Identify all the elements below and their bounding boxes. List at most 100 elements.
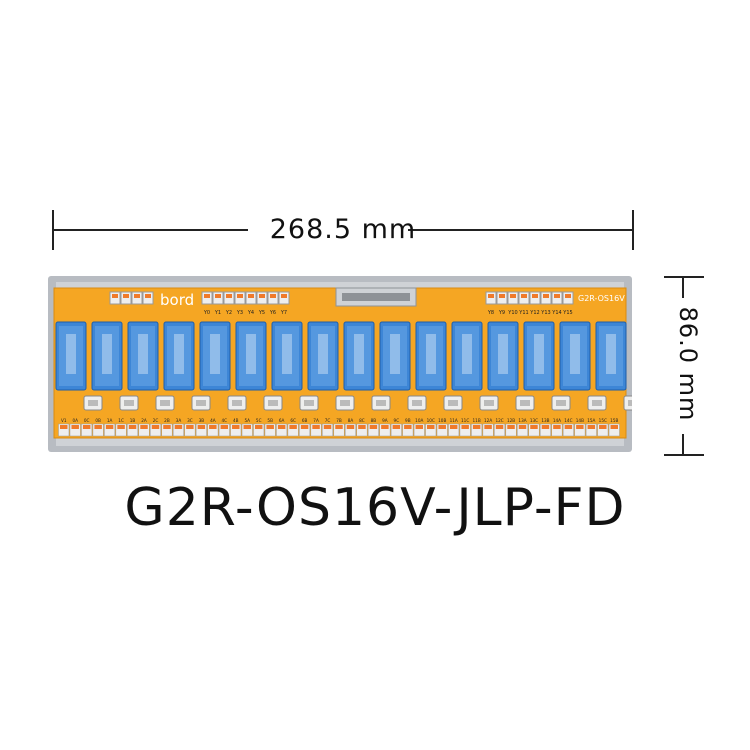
- output-label: 7C: [325, 418, 331, 423]
- input-right-label: Y9: [498, 310, 505, 316]
- output-terminal: [287, 423, 299, 437]
- output-terminal: [459, 423, 471, 437]
- output-label: 10B: [438, 418, 446, 423]
- output-terminal: [161, 423, 173, 437]
- output-terminal: [597, 423, 609, 437]
- width-dimension-tick-right: [632, 210, 634, 250]
- output-terminal: [608, 423, 620, 437]
- output-terminal: [585, 423, 597, 437]
- output-terminal: [115, 423, 127, 437]
- model-number: G2R-OS16V-JLP-FD: [124, 478, 626, 538]
- output-label: 1A: [107, 418, 113, 423]
- output-terminal-lever: [312, 425, 320, 429]
- input-right-label: Y11: [518, 310, 528, 316]
- width-dimension-line-right: [408, 229, 634, 231]
- height-dimension-tick-top: [664, 276, 704, 278]
- output-label: 10A: [415, 418, 423, 423]
- height-dimension-line-top: [682, 276, 684, 298]
- input-right-terminal-lever: [499, 294, 505, 298]
- output-terminal: [253, 423, 265, 437]
- output-terminal-lever: [358, 425, 366, 429]
- output-terminal: [138, 423, 150, 437]
- input-right-label: Y8: [487, 310, 494, 316]
- input-left-label: Y6: [269, 310, 276, 316]
- input-left-terminal-lever: [281, 294, 287, 298]
- output-terminal: [494, 423, 506, 437]
- output-terminal: [104, 423, 116, 437]
- output-terminal-lever: [186, 425, 194, 429]
- output-label: 8A: [348, 418, 354, 423]
- output-terminal-lever: [232, 425, 240, 429]
- relay-label-strip: [390, 334, 400, 374]
- relay-window: [59, 326, 83, 386]
- output-terminal-lever: [335, 425, 343, 429]
- output-terminal-lever: [243, 425, 251, 429]
- relay-window: [455, 326, 479, 386]
- output-terminal-lever: [82, 425, 91, 429]
- relay-window: [347, 326, 371, 386]
- input-left-terminal-lever: [237, 294, 243, 298]
- output-terminal: [356, 423, 368, 437]
- output-label: 14C: [564, 418, 572, 423]
- output-terminal: [241, 423, 253, 437]
- output-terminal: [551, 423, 563, 437]
- relay-window: [203, 326, 227, 386]
- input-right-terminal-lever: [543, 294, 549, 298]
- output-label: 4C: [222, 418, 228, 423]
- output-label: 1B: [130, 418, 136, 423]
- fuse-holder-slot: [520, 400, 530, 406]
- height-dimension: 86.0 mm: [664, 272, 710, 460]
- output-terminal-lever: [415, 425, 424, 429]
- relay-label-strip: [426, 334, 436, 374]
- output-terminal-lever: [461, 425, 469, 429]
- output-terminal: [184, 423, 196, 437]
- output-label: 13B: [541, 418, 549, 423]
- output-label: 15C: [599, 418, 607, 423]
- output-terminal-lever: [197, 425, 206, 429]
- output-terminal: [574, 423, 586, 437]
- relay-label-strip: [354, 334, 364, 374]
- output-terminal-lever: [60, 425, 68, 429]
- input-left-terminal-lever: [259, 294, 265, 298]
- fuse-holder-slot: [232, 400, 242, 406]
- output-terminal-lever: [392, 425, 401, 429]
- relay-label-strip: [102, 334, 112, 374]
- output-terminal: [172, 423, 184, 437]
- input-right-terminal-lever: [521, 294, 527, 298]
- relay-label-strip: [570, 334, 580, 374]
- output-terminal: [333, 423, 345, 437]
- output-label: 5B: [267, 418, 273, 423]
- output-label: 7B: [336, 418, 342, 423]
- output-terminal-lever: [94, 425, 102, 429]
- relay-label-strip: [66, 334, 76, 374]
- relay-window: [563, 326, 587, 386]
- power-terminal-lever: [112, 294, 118, 298]
- output-terminal: [448, 423, 460, 437]
- output-label: 1C: [118, 418, 124, 423]
- output-terminal-lever: [128, 425, 137, 429]
- output-terminal: [344, 423, 356, 437]
- fuse-holder-slot: [124, 400, 134, 406]
- output-label: 9C: [394, 418, 400, 423]
- output-label: 2C: [153, 418, 159, 423]
- output-terminal-lever: [427, 425, 435, 429]
- output-label: 13C: [530, 418, 538, 423]
- fuse-holder-slot: [196, 400, 206, 406]
- output-terminal-lever: [117, 425, 125, 429]
- output-label: 6A: [279, 418, 285, 423]
- output-label: 11A: [450, 418, 458, 423]
- power-terminal-lever: [123, 294, 129, 298]
- output-label: 9B: [405, 418, 411, 423]
- output-terminal-lever: [381, 425, 389, 429]
- output-terminal: [92, 423, 104, 437]
- output-terminal: [299, 423, 311, 437]
- output-terminal-lever: [507, 425, 515, 429]
- output-terminal: [322, 423, 334, 437]
- output-label: 4B: [233, 418, 239, 423]
- output-label: 0A: [72, 418, 78, 423]
- input-right-terminal-lever: [510, 294, 516, 298]
- output-terminal: [367, 423, 379, 437]
- relay-window: [95, 326, 119, 386]
- relay-label-strip: [534, 334, 544, 374]
- relay-label-strip: [462, 334, 472, 374]
